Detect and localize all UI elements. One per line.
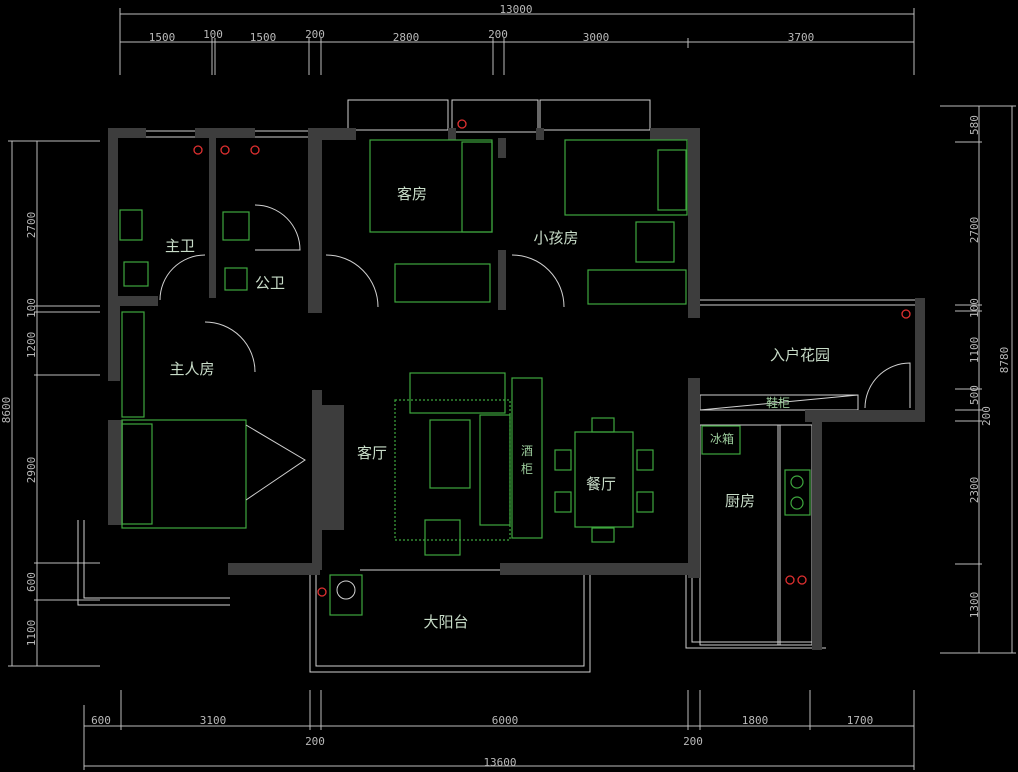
dim-left: 100 <box>25 298 38 318</box>
dim-right: 2700 <box>968 217 981 244</box>
kids-wardrobe <box>587 269 687 305</box>
dim-left-total: 8600 <box>0 397 13 424</box>
room-entry-garden: 入户花园 <box>770 346 830 364</box>
label-wine-cabinet: 柜 <box>521 462 533 476</box>
dim-bottom: 600 <box>91 714 111 727</box>
label-fridge: 冰箱 <box>710 431 734 446</box>
master-wardrobe <box>121 311 145 418</box>
washing-machine <box>329 574 363 616</box>
sofa <box>409 372 506 414</box>
dim-right-total: 8780 <box>998 347 1011 374</box>
dim-top: 200 <box>488 28 508 41</box>
dim-top: 1500 <box>250 31 277 44</box>
guest-wardrobe <box>394 263 491 303</box>
dim-right: 500 <box>968 385 981 405</box>
right-dimensions: 8780 580 2700 100 1100 500 200 2300 1300 <box>940 105 1016 654</box>
label-shoe-cabinet: 鞋柜 <box>766 395 790 410</box>
room-guest: 客房 <box>397 185 427 203</box>
dim-left: 1100 <box>25 620 38 647</box>
dim-top: 100 <box>203 28 223 41</box>
dim-bottom: 3100 <box>200 714 227 727</box>
room-dining: 餐厅 <box>586 475 616 493</box>
toilet <box>119 209 143 241</box>
room-living: 客厅 <box>357 444 387 462</box>
dim-top: 2800 <box>393 31 420 44</box>
dim-right: 2300 <box>968 477 981 504</box>
kids-desk <box>635 221 675 263</box>
outlines <box>77 99 915 673</box>
dim-left: 600 <box>25 572 38 592</box>
dim-top: 200 <box>305 28 325 41</box>
dim-right: 100 <box>968 298 981 318</box>
kids-bed <box>564 139 688 216</box>
dim-bottom: 1800 <box>742 714 769 727</box>
room-kitchen: 厨房 <box>725 492 755 510</box>
top-dimensions: 13000 1500 100 1500 200 2800 200 3000 37… <box>119 3 915 75</box>
room-kids: 小孩房 <box>533 229 578 247</box>
fridge <box>701 425 741 455</box>
dim-left: 2700 <box>25 212 38 239</box>
left-dimensions: 8600 2700 100 1200 2900 600 1100 <box>0 140 100 667</box>
living-rug <box>394 399 511 541</box>
dim-left: 1200 <box>25 332 38 359</box>
dim-right: 580 <box>968 115 981 135</box>
dim-right: 1100 <box>968 337 981 364</box>
label-wine-cabinet: 酒 <box>521 444 533 458</box>
room-master-bedroom: 主人房 <box>169 360 214 378</box>
dim-top: 3700 <box>788 31 815 44</box>
dim-left: 2900 <box>25 457 38 484</box>
furniture <box>119 119 911 616</box>
walls <box>108 128 925 650</box>
room-labels: 主卫 公卫 客房 小孩房 主人房 客厅 餐厅 入户花园 厨房 大阳台 鞋柜 冰箱… <box>165 185 830 631</box>
dim-right: 1300 <box>968 592 981 619</box>
guest-bed <box>369 139 493 233</box>
dim-bottom-total: 13600 <box>483 756 516 769</box>
stove <box>784 469 811 516</box>
wine-cabinet <box>511 377 543 539</box>
master-bed <box>121 419 247 529</box>
room-balcony: 大阳台 <box>423 613 468 631</box>
room-master-bath: 主卫 <box>165 237 195 255</box>
dim-top-total: 13000 <box>499 3 532 16</box>
dim-top: 1500 <box>149 31 176 44</box>
doors <box>159 204 565 373</box>
dim-bottom-gap: 200 <box>683 735 703 748</box>
dim-bottom-gap: 200 <box>305 735 325 748</box>
room-public-bath: 公卫 <box>255 274 285 292</box>
bottom-dimensions: 600 3100 6000 1800 1700 200 200 13600 <box>83 690 915 770</box>
dim-bottom: 1700 <box>847 714 874 727</box>
dim-top: 3000 <box>583 31 610 44</box>
dim-bottom: 6000 <box>492 714 519 727</box>
dim-right: 200 <box>980 406 993 426</box>
coffee-table <box>429 419 471 489</box>
